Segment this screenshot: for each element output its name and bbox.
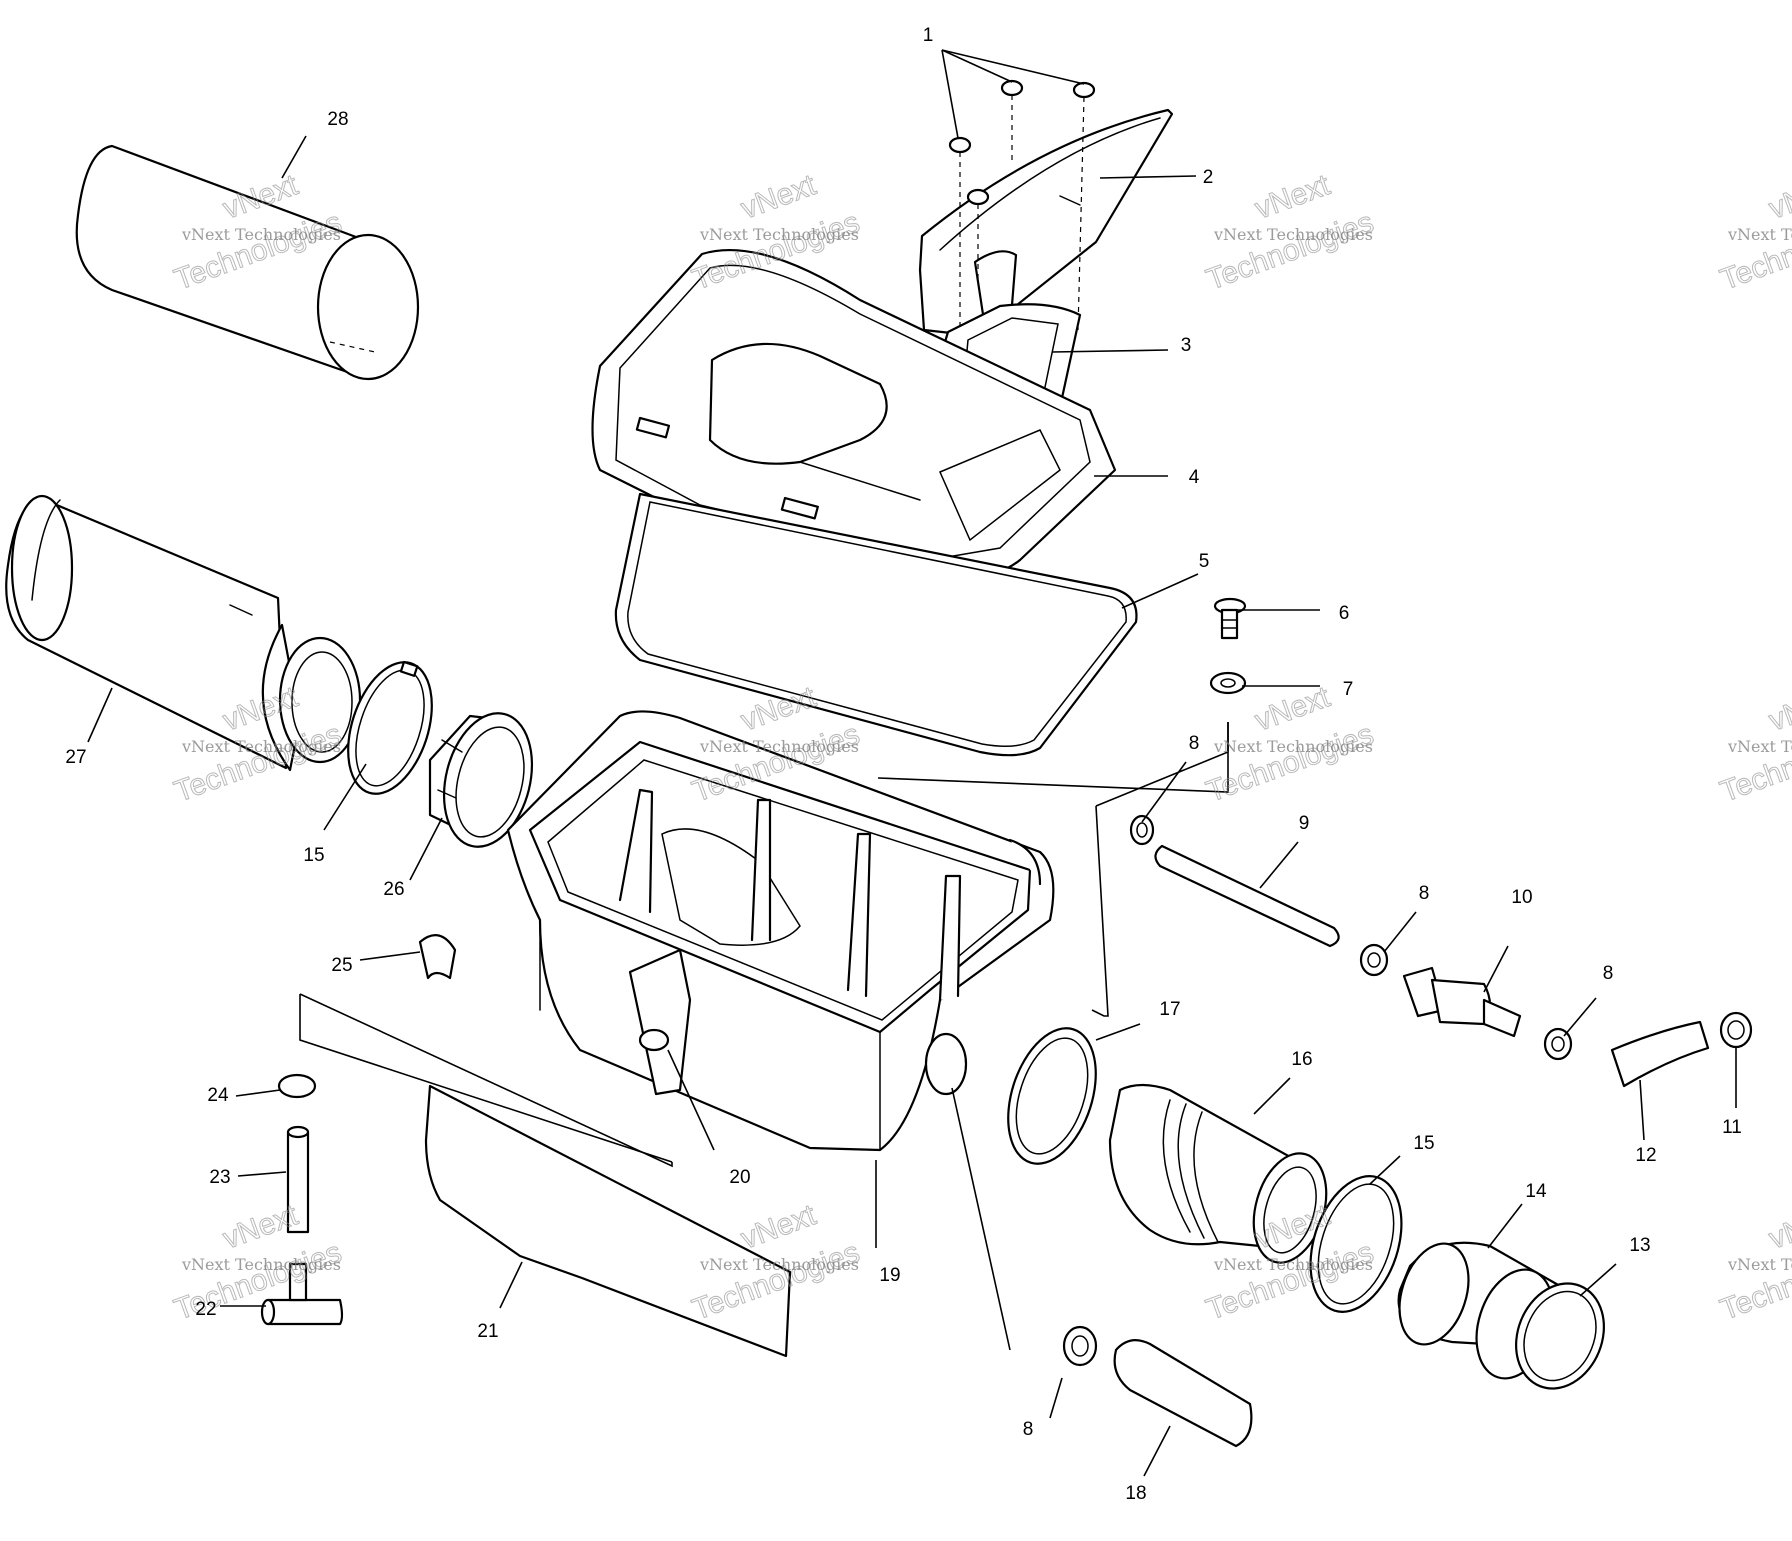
part-24-cap xyxy=(277,1073,317,1099)
watermark-text: vNext Technologies xyxy=(699,1255,859,1274)
svg-text:vNext: vNext xyxy=(737,168,821,225)
callout-9: 9 xyxy=(1299,813,1310,834)
svg-text:vNext: vNext xyxy=(737,1198,821,1255)
callout-23: 23 xyxy=(209,1167,230,1188)
part-9-hose xyxy=(1154,844,1340,948)
part-6-bolt xyxy=(1213,597,1247,640)
part-22-tee xyxy=(260,1262,344,1326)
svg-text:Technologies: Technologies xyxy=(1202,206,1378,297)
part-28-filter-sleeve xyxy=(75,144,420,381)
part-8-clamp-mid xyxy=(1359,943,1389,977)
callout-8: 8 xyxy=(1189,733,1200,754)
part-8-clamp-lower xyxy=(1062,1325,1098,1367)
watermark-text: vNext Technologies xyxy=(699,225,859,244)
callout-labels: 1 2 3 4 5 6 7 8 9 8 10 8 11 12 13 14 15 … xyxy=(65,25,1741,1504)
part-18-hose xyxy=(1113,1339,1253,1448)
callout-15: 15 xyxy=(303,845,324,866)
watermark-text: vNext Technologies xyxy=(1213,737,1373,756)
callout-18: 18 xyxy=(1125,1483,1146,1504)
part-26-adapter xyxy=(428,712,534,848)
callout-13: 13 xyxy=(1629,1235,1650,1256)
callout-17: 17 xyxy=(1159,999,1180,1020)
callout-8: 8 xyxy=(1603,963,1614,984)
part-20-grommet xyxy=(638,1028,670,1052)
svg-text:vNext: vNext xyxy=(219,1198,303,1255)
callout-15: 15 xyxy=(1413,1133,1434,1154)
part-8-clamp-right xyxy=(1543,1027,1573,1061)
callout-27: 27 xyxy=(65,747,86,768)
callout-12: 12 xyxy=(1635,1145,1656,1166)
part-12-hose xyxy=(1610,1020,1710,1088)
watermark-text: vNext Technologies xyxy=(1727,737,1792,756)
svg-text:vNext: vNext xyxy=(1765,680,1792,737)
watermark-text: vNext Technologies xyxy=(181,225,341,244)
watermark-text: vNext Technologies xyxy=(1213,1255,1373,1274)
callout-3: 3 xyxy=(1181,335,1192,356)
part-17-gasket-ring xyxy=(1007,1027,1097,1165)
watermark-text: vNext Technologies xyxy=(1727,1255,1792,1274)
callout-21: 21 xyxy=(477,1321,498,1342)
watermark-text: vNext Technologies xyxy=(699,737,859,756)
callout-19: 19 xyxy=(879,1265,900,1286)
callout-22: 22 xyxy=(195,1299,216,1320)
callout-24: 24 xyxy=(207,1085,229,1106)
part-5-seal xyxy=(614,492,1138,757)
callout-28: 28 xyxy=(327,109,348,130)
callout-8: 8 xyxy=(1023,1419,1034,1440)
part-4-airbox-lid xyxy=(591,248,1117,579)
part-11-clamp xyxy=(1719,1011,1753,1049)
svg-text:vNext: vNext xyxy=(1251,680,1335,737)
part-15-clamp-upper xyxy=(347,660,433,795)
callout-20: 20 xyxy=(729,1167,750,1188)
watermark-text: vNext Technologies xyxy=(181,1255,341,1274)
callout-14: 14 xyxy=(1525,1181,1547,1202)
part-27-air-filter xyxy=(5,494,362,772)
part-13-clamp xyxy=(1515,1282,1605,1390)
callout-11: 11 xyxy=(1722,1117,1742,1138)
svg-text:vNext: vNext xyxy=(1251,168,1335,225)
callout-16: 16 xyxy=(1291,1049,1312,1070)
assembly-guide-lines xyxy=(299,722,1229,1351)
callout-8: 8 xyxy=(1419,883,1430,904)
callout-25: 25 xyxy=(331,955,352,976)
callout-1: 1 xyxy=(923,25,934,46)
watermark-text: vNext Technologies xyxy=(1727,225,1792,244)
part-1-screws xyxy=(948,79,1096,340)
callout-6: 6 xyxy=(1339,603,1350,624)
part-16-outlet-adapter xyxy=(1108,1083,1328,1264)
part-10-check-valve xyxy=(1402,966,1522,1038)
part-25-clip xyxy=(418,934,457,980)
callout-leaders xyxy=(87,49,1737,1477)
part-8-clamp-upper xyxy=(1129,814,1155,846)
callout-5: 5 xyxy=(1199,551,1210,572)
callout-7: 7 xyxy=(1343,679,1354,700)
callout-10: 10 xyxy=(1511,887,1532,908)
svg-text:vNext: vNext xyxy=(1765,1198,1792,1255)
watermark-text: vNext Technologies xyxy=(181,737,341,756)
part-7-washer xyxy=(1209,671,1247,695)
callout-26: 26 xyxy=(383,879,404,900)
svg-text:vNext: vNext xyxy=(1765,168,1792,225)
part-23-tube xyxy=(286,1125,310,1234)
callout-2: 2 xyxy=(1203,167,1214,188)
watermark-text: vNext Technologies xyxy=(1213,225,1373,244)
part-21-cover xyxy=(424,1084,792,1358)
callout-4: 4 xyxy=(1189,467,1200,488)
